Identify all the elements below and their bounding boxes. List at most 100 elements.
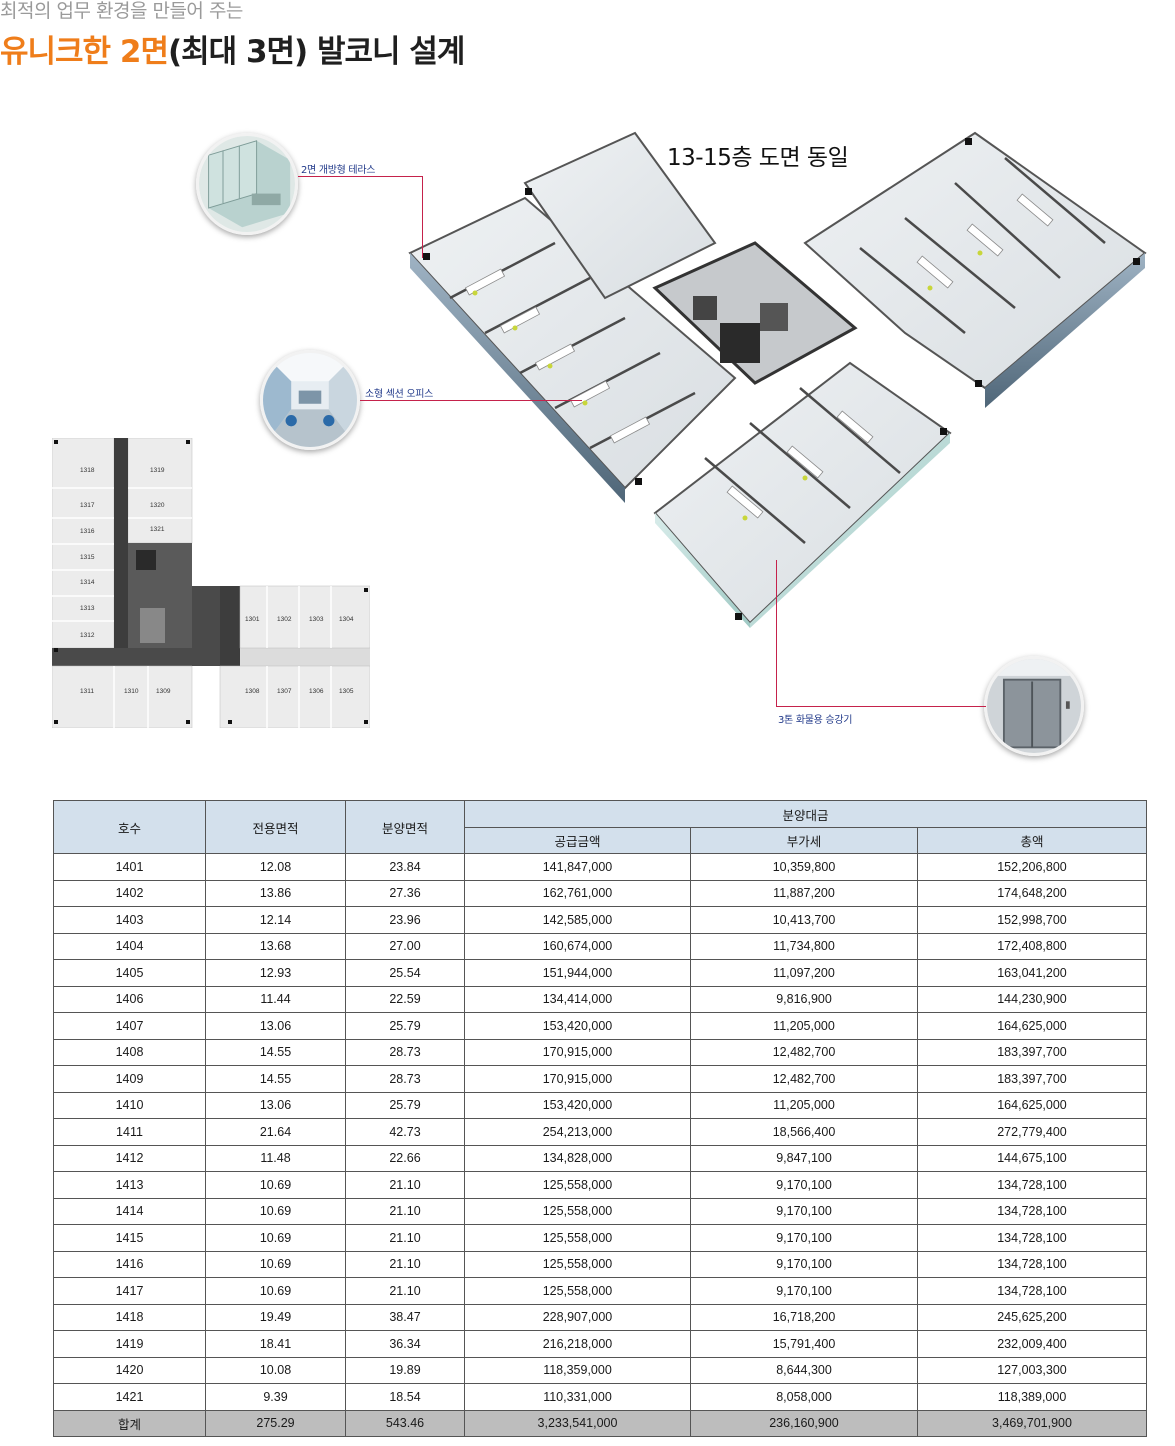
table-cell: 13.68 [205,932,346,960]
table-cell: 232,009,400 [917,1330,1147,1358]
table-cell: 125,558,000 [464,1224,691,1252]
table-cell: 22.59 [345,985,465,1013]
table-cell: 1412 [53,1144,206,1172]
table-cell: 11,887,200 [690,879,918,907]
table-cell: 1416 [53,1250,206,1278]
table-cell: 21.10 [345,1250,465,1278]
table-cell: 28.73 [345,1038,465,1066]
page-subtitle: 최적의 업무 환경을 만들어 주는 [0,0,243,22]
table-cell: 142,585,000 [464,906,691,934]
table-cell: 21.10 [345,1277,465,1305]
table-cell: 1418 [53,1303,206,1331]
table-cell: 172,408,800 [917,932,1147,960]
table-cell: 11,097,200 [690,959,918,987]
table-cell: 127,003,300 [917,1356,1147,1384]
header-exclusive-area: 전용면적 [205,800,346,854]
table-cell: 11,734,800 [690,932,918,960]
unit-1321: 1321 [150,526,165,533]
table-cell: 1406 [53,985,206,1013]
table-cell: 160,674,000 [464,932,691,960]
unit-1312: 1312 [80,632,95,639]
terrace-photo [196,133,298,235]
table-cell: 9,170,100 [690,1224,918,1252]
total-cell: 236,160,900 [690,1409,918,1437]
table-cell: 1401 [53,853,206,881]
table-cell: 10.08 [205,1356,346,1384]
table-cell: 16,718,200 [690,1303,918,1331]
table-cell: 12,482,700 [690,1038,918,1066]
table-cell: 9,170,100 [690,1250,918,1278]
table-cell: 1415 [53,1224,206,1252]
table-cell: 1409 [53,1065,206,1093]
table-cell: 1404 [53,932,206,960]
unit-1309: 1309 [156,688,171,695]
table-cell: 11,205,000 [690,1091,918,1119]
table-cell: 38.47 [345,1303,465,1331]
table-cell: 27.00 [345,932,465,960]
table-cell: 22.66 [345,1144,465,1172]
table-cell: 228,907,000 [464,1303,691,1331]
header-vat: 부가세 [690,827,918,854]
header-sale-area: 분양면적 [345,800,465,854]
table-cell: 11,205,000 [690,1012,918,1040]
total-cell: 543.46 [345,1409,465,1437]
table-cell: 25.79 [345,1012,465,1040]
unit-1301: 1301 [245,616,260,623]
table-cell: 152,998,700 [917,906,1147,934]
table-cell: 10.69 [205,1224,346,1252]
table-cell: 134,728,100 [917,1197,1147,1225]
callout-terrace-line-h [298,176,422,177]
table-cell: 125,558,000 [464,1277,691,1305]
table-cell: 10,359,800 [690,853,918,881]
table-cell: 110,331,000 [464,1383,691,1411]
table-cell: 1420 [53,1356,206,1384]
header-unit: 호수 [53,800,206,854]
table-cell: 174,648,200 [917,879,1147,907]
table-cell: 18.41 [205,1330,346,1358]
table-cell: 9,170,100 [690,1197,918,1225]
table-cell: 28.73 [345,1065,465,1093]
unit-1305: 1305 [339,688,354,695]
table-cell: 10.69 [205,1197,346,1225]
table-cell: 12.14 [205,906,346,934]
table-cell: 10,413,700 [690,906,918,934]
table-cell: 118,389,000 [917,1383,1147,1411]
callout-elevator-line-v [776,560,777,706]
table-cell: 21.10 [345,1171,465,1199]
callout-terrace-line-v [422,176,423,258]
table-cell: 8,644,300 [690,1356,918,1384]
total-cell: 3,469,701,900 [917,1409,1147,1437]
unit-1318: 1318 [80,467,95,474]
table-cell: 18,566,400 [690,1118,918,1146]
table-cell: 18.54 [345,1383,465,1411]
table-cell: 163,041,200 [917,959,1147,987]
isometric-floor-render [405,128,1155,628]
table-cell: 118,359,000 [464,1356,691,1384]
table-cell: 9,170,100 [690,1171,918,1199]
total-label: 합계 [53,1409,206,1437]
table-cell: 1405 [53,959,206,987]
table-cell: 272,779,400 [917,1118,1147,1146]
table-cell: 162,761,000 [464,879,691,907]
table-cell: 21.64 [205,1118,346,1146]
headline-rest: (최대 3면) 발코니 설계 [167,34,465,70]
table-cell: 19.49 [205,1303,346,1331]
table-cell: 1403 [53,906,206,934]
table-cell: 170,915,000 [464,1038,691,1066]
table-cell: 152,206,800 [917,853,1147,881]
table-cell: 1411 [53,1118,206,1146]
table-cell: 164,625,000 [917,1091,1147,1119]
table-cell: 254,213,000 [464,1118,691,1146]
table-cell: 25.54 [345,959,465,987]
table-cell: 1407 [53,1012,206,1040]
unit-1314: 1314 [80,579,95,586]
table-cell: 9,816,900 [690,985,918,1013]
unit-1313: 1313 [80,605,95,612]
table-cell: 144,675,100 [917,1144,1147,1172]
